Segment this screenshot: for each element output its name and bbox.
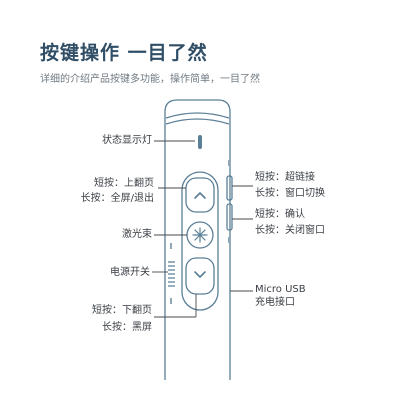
page-title: 按键操作 一目了然	[40, 42, 208, 64]
usb-charging-label: 充电接口	[255, 297, 295, 308]
body-mark	[228, 160, 230, 166]
chevron-down-icon	[194, 271, 206, 278]
page-down-long-label: 长按：黑屏	[102, 322, 152, 333]
confirm-side-button	[226, 203, 233, 231]
presenter-body-outline	[164, 99, 231, 380]
status-light-indicator	[198, 135, 202, 149]
hyperlink-short-label: 短按：超链接	[255, 172, 315, 183]
presenter-cap-line-2	[165, 118, 230, 125]
laser-star-icon	[192, 227, 208, 243]
page-subtitle: 详细的介绍产品按键多功能，操作简单，一目了然	[40, 74, 260, 85]
body-mark	[170, 243, 172, 249]
usb-port-label: Micro USB	[255, 284, 306, 295]
close-window-long-label: 长按：关闭窗口	[255, 225, 325, 236]
switch-window-long-label: 长按：窗口切换	[255, 188, 325, 199]
confirm-short-label: 短按：确认	[255, 209, 305, 220]
body-mark	[170, 298, 172, 304]
laser-label: 激光束	[122, 229, 152, 240]
power-switch-label: 电源开关	[110, 267, 150, 278]
button-panel	[181, 171, 219, 311]
page-up-long-label: 长按：全屏/退出	[80, 193, 154, 204]
power-switch	[168, 261, 175, 287]
status-light-label: 状态显示灯	[102, 135, 152, 146]
page-up-short-label: 短按：上翻页	[94, 178, 154, 189]
page-down-short-label: 短按：下翻页	[92, 305, 152, 316]
chevron-up-icon	[194, 192, 206, 199]
presenter-cap-line	[165, 112, 230, 119]
page-up-button	[185, 177, 215, 213]
hyperlink-side-button	[226, 175, 233, 201]
page-down-button	[185, 257, 215, 295]
body-mark	[228, 237, 230, 243]
